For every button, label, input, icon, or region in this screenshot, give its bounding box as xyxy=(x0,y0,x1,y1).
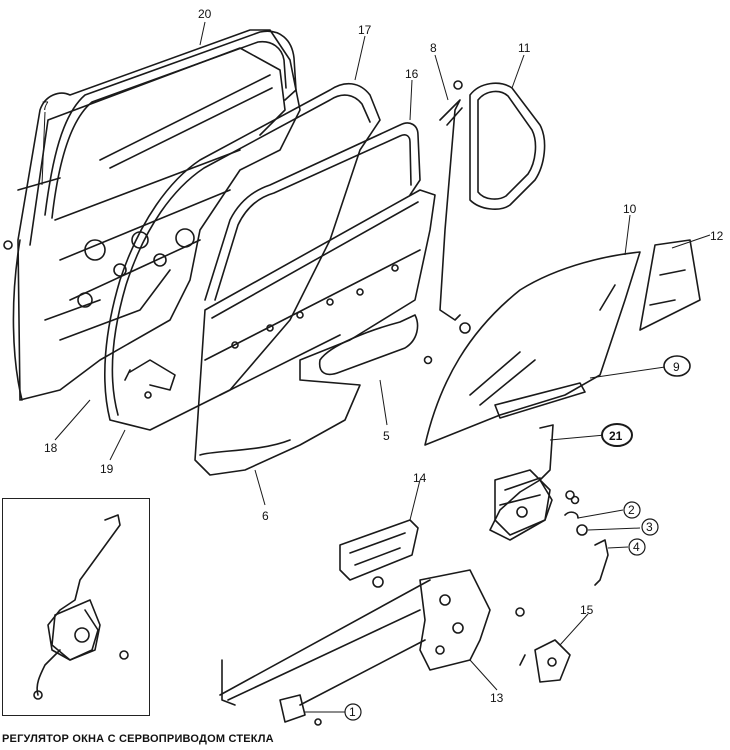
callout-13-label: 13 xyxy=(490,691,504,705)
screws xyxy=(3,240,580,505)
callout-20: 20 xyxy=(198,7,212,21)
inset-frame xyxy=(2,498,150,716)
callout-11-label: 11 xyxy=(518,41,531,55)
callout-17: 17 xyxy=(358,23,372,37)
callout-1-label: 1 xyxy=(349,705,356,719)
outside-handle xyxy=(279,694,322,726)
callout-12-label: 12 xyxy=(710,229,724,243)
callout-11: 11 xyxy=(518,41,531,55)
callout-2-label: 2 xyxy=(628,503,635,517)
callout-18-label: 18 xyxy=(44,441,58,455)
inset-caption: РЕГУЛЯТОР ОКНА С СЕРВОПРИВОДОМ СТЕКЛА xyxy=(2,733,274,745)
callout-18: 18 xyxy=(44,441,58,455)
callout-2: 2 xyxy=(623,501,641,519)
callout-19-label: 19 xyxy=(100,462,114,476)
callout-21: 21 xyxy=(601,423,633,447)
callout-4: 4 xyxy=(628,538,646,556)
callout-7: 7 xyxy=(42,99,49,113)
callout-19: 19 xyxy=(100,462,114,476)
callout-3-label: 3 xyxy=(646,520,653,534)
callout-15-label: 15 xyxy=(580,603,594,617)
callout-21-label: 21 xyxy=(609,429,623,443)
callout-14-label: 14 xyxy=(413,471,427,485)
callout-12: 12 xyxy=(710,229,724,243)
callout-3: 3 xyxy=(641,518,659,536)
inside-handle xyxy=(339,519,419,588)
callout-4-label: 4 xyxy=(633,540,640,554)
door-latch xyxy=(219,569,491,706)
leader-lines xyxy=(41,21,711,713)
callouts: 20 7 17 16 8 11 10 12 9 21 5 6 18 19 14 … xyxy=(42,7,724,721)
window-glass-run xyxy=(204,122,421,301)
door-shell xyxy=(12,29,301,401)
callout-16-label: 16 xyxy=(405,67,419,81)
callout-6-label: 6 xyxy=(262,509,269,523)
door-glass xyxy=(424,251,641,446)
door-weatherstrip xyxy=(104,82,381,431)
door-trim-panel xyxy=(194,189,436,476)
callout-8-label: 8 xyxy=(430,41,437,55)
callout-15: 15 xyxy=(580,603,594,617)
callout-7-label: 7 xyxy=(42,99,49,113)
callout-9-label: 9 xyxy=(673,360,680,374)
window-regulator xyxy=(489,424,554,541)
quarter-glass xyxy=(639,239,701,331)
door-striker xyxy=(515,607,571,683)
quarter-glass-seal xyxy=(469,82,546,210)
callout-9: 9 xyxy=(663,355,691,377)
callout-1: 1 xyxy=(344,703,362,721)
upper-frame-seal xyxy=(44,30,297,219)
callout-14: 14 xyxy=(413,471,427,485)
part-7-rod xyxy=(17,177,61,191)
callout-16: 16 xyxy=(405,67,419,81)
callout-5-label: 5 xyxy=(383,429,390,443)
inset-power-regulator xyxy=(33,514,129,700)
callout-10-label: 10 xyxy=(623,202,637,216)
callout-8: 8 xyxy=(430,41,437,55)
callout-20-label: 20 xyxy=(198,7,212,21)
callout-10: 10 xyxy=(623,202,637,216)
callout-13: 13 xyxy=(490,691,504,705)
callout-5: 5 xyxy=(383,429,390,443)
division-bar xyxy=(439,80,471,334)
callout-17-label: 17 xyxy=(358,23,372,37)
small-hardware xyxy=(564,490,609,586)
callout-6: 6 xyxy=(262,509,269,523)
lock-mechanism xyxy=(124,359,176,399)
